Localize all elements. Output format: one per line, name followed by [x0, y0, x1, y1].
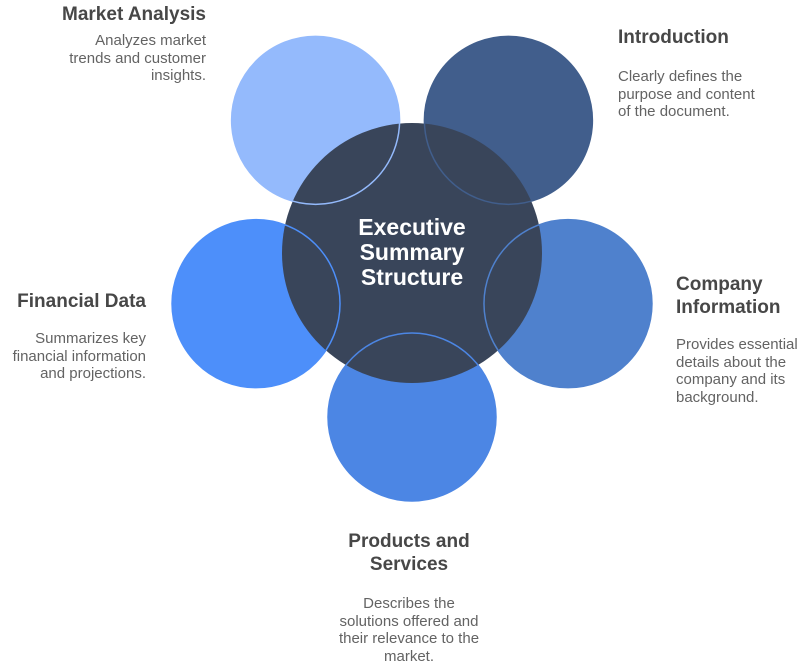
node-description: Summarizes key financial information and…: [12, 330, 146, 382]
petal-outline-market-analysis: [230, 35, 401, 206]
node-heading: Financial Data: [17, 291, 146, 312]
center-circle: [282, 123, 542, 383]
node-description: Clearly defines the purpose and content …: [618, 68, 755, 120]
node-description: Provides essential details about the com…: [676, 336, 798, 406]
node-description: Describes the solutions offered and thei…: [338, 595, 480, 661]
node-heading: Market Analysis: [62, 4, 206, 25]
node-heading: Introduction: [618, 27, 729, 48]
diagram-center-title: Executive Summary Structure: [358, 214, 466, 290]
node-label-company-information: Company Information Provides essential d…: [676, 273, 806, 406]
petal-outline-company-information: [483, 218, 653, 389]
petal-outline-introduction: [423, 35, 594, 206]
node-label-introduction: Introduction Clearly defines the purpose…: [618, 26, 788, 121]
node-label-financial-data: Financial Data Summarizes key financial …: [0, 290, 146, 383]
petal-outline-financial-data: [171, 218, 341, 389]
node-label-products-services: Products and Services Describes the solu…: [329, 530, 489, 661]
node-label-market-analysis: Market Analysis Analyzes market trends a…: [26, 3, 206, 85]
petal-outline-products-services: [327, 332, 497, 502]
node-heading: Company Information: [676, 274, 781, 318]
node-description: Analyzes market trends and customer insi…: [69, 32, 206, 84]
node-heading: Products and Services: [348, 531, 470, 575]
